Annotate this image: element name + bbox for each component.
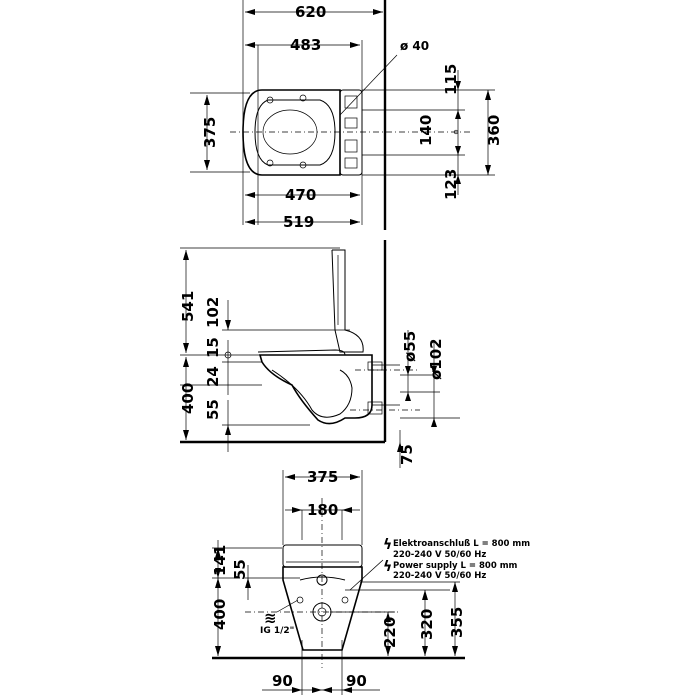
dim-400-front: 400 [211,599,229,630]
dim-180: 180 [307,501,338,519]
dia-102: ø102 [427,338,445,380]
dim-15: 15 [204,337,222,358]
ig-label: IG 1/2" [260,626,294,636]
dim-55-front: 55 [231,559,249,580]
dim-355: 355 [448,607,466,638]
dim-55-side: 55 [204,399,222,420]
top-view: 620 483 ø 40 375 470 519 [190,0,503,231]
shower-toilet-unit-front [282,544,363,568]
dim-123: 123 [442,169,460,200]
toilet-front-body [282,566,363,651]
dim-320: 320 [418,609,436,640]
dim-541: 541 [179,291,197,322]
dim-360: 360 [485,115,503,146]
dim-220: 220 [381,617,399,648]
elec-line2: 220-240 V 50/60 Hz [393,550,486,560]
side-view: 541 102 15 24 400 55 [179,240,460,468]
dia-55: ø55 [401,331,419,362]
dim-141: 141 [211,545,229,576]
shower-toilet-unit-side [331,249,364,353]
dim-483: 483 [290,36,321,54]
lightning-icon-2: ϟ [383,559,392,575]
lightning-icon: ϟ [383,537,392,553]
dim-400-side: 400 [179,383,197,414]
front-view: 375 180 141 400 55 ≋ IG 1/2" ϟ Elektro [211,468,530,695]
dim-519: 519 [283,213,314,231]
dim-620: 620 [295,3,326,21]
elec-line1: Elektroanschluß L = 800 mm [393,539,530,549]
diameter-40: ø 40 [400,39,429,53]
dim-24: 24 [204,366,222,387]
power-line2: 220-240 V 50/60 Hz [393,571,486,581]
dim-140: 140 [417,115,435,146]
dim-470: 470 [285,186,316,204]
dim-102: 102 [204,297,222,328]
power-line1: Power supply L = 800 mm [393,561,518,571]
dim-90-right: 90 [346,672,367,690]
dim-375-front: 375 [307,468,338,486]
toilet-seat-top [242,89,341,176]
dim-375-top: 375 [201,117,219,148]
toilet-side-body [258,354,373,425]
water-wave-icon: ≋ [264,609,277,627]
dim-115: 115 [442,64,460,95]
dim-90-left: 90 [272,672,293,690]
dim-75: 75 [398,444,416,465]
